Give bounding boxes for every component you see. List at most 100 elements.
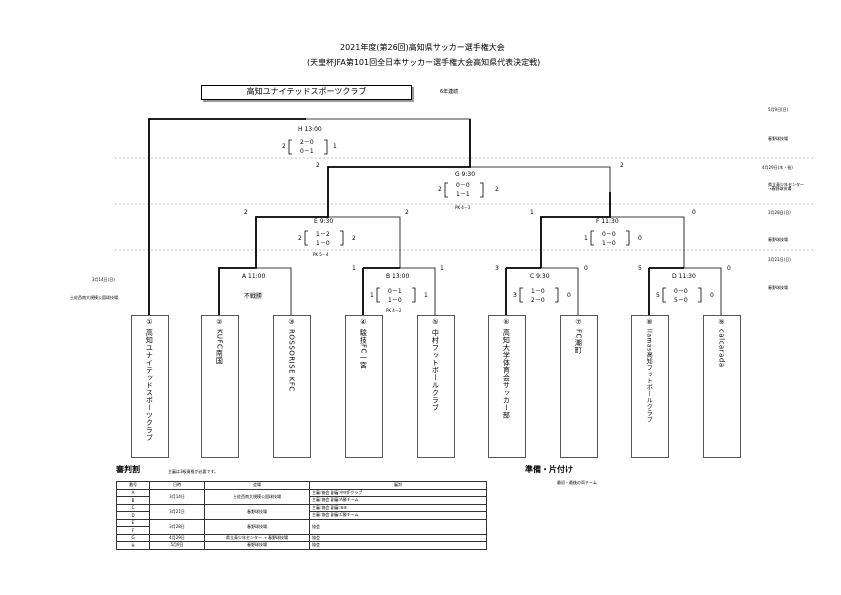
match-e-left: 2 — [298, 235, 302, 242]
match-c-top-left: 3 — [495, 265, 499, 272]
match-g-s1: 0－0 — [456, 182, 470, 189]
cell-ref: 主審:協会 副審:中村Fクラブ — [309, 488, 487, 497]
team-num: ⑤ — [431, 318, 440, 327]
match-d-s1: 0－0 — [674, 288, 688, 295]
match-e-pk: PK 5－4 — [313, 252, 329, 257]
team-box-4: ④ 駿技FC一宮 — [345, 315, 383, 458]
team-num: ⑥ — [502, 318, 511, 327]
match-e-top-left: 2 — [244, 209, 248, 216]
match-c-right: 0 — [567, 292, 571, 299]
cell-ref: 主審:協会 副審:⑧⑨ — [309, 503, 487, 512]
schedule-date-2: 4月29日(木・祝) — [762, 165, 793, 170]
match-c-s2: 2－0 — [531, 297, 545, 304]
schedule-venue-1: 春野球技場 — [768, 136, 788, 141]
cell-venue: 春野球技場 — [204, 541, 310, 550]
team-num: ⑨ — [717, 318, 726, 327]
cell-venue: 県立青少年センター → 春野球技場 — [204, 533, 310, 542]
match-f-top-left: 1 — [530, 209, 534, 216]
cell-no: C — [116, 503, 150, 512]
match-f-right: 0 — [638, 235, 642, 242]
team-num: ⑦ — [574, 318, 583, 327]
cell-ref: 協会 — [309, 541, 487, 550]
match-b-top-right: 1 — [440, 265, 444, 272]
cell-venue: 春野球技場 — [204, 518, 310, 535]
table-header-row: 番号 日時 会場 審判 — [116, 481, 487, 490]
match-f-top-right: 0 — [692, 209, 696, 216]
table-row: C 3月21日 春野球技場 主審:協会 副審:⑧⑨ — [116, 503, 487, 520]
cell-date: 3月21日 — [149, 503, 205, 520]
team-box-2: ② KUFC南国 — [201, 315, 239, 458]
team-name: ROSSORISE KFC — [287, 329, 296, 392]
match-h-left: 2 — [282, 143, 286, 150]
match-h-s2: 0－1 — [300, 148, 314, 155]
cell-ref: 主審:協会 副審:C勝チーム — [309, 511, 487, 520]
match-c-label: C 9:30 — [530, 273, 550, 280]
match-b-label: B 13:00 — [386, 273, 410, 280]
col-venue: 会場 — [204, 481, 310, 490]
match-g-label: G 9:30 — [455, 171, 476, 178]
col-no: 番号 — [116, 481, 150, 490]
schedule-venue-2: 県立青少年センター →春野球技場 — [768, 182, 804, 191]
team-name: calcarada — [717, 329, 726, 368]
table-row: H 5月9日 春野球技場 協会 — [116, 541, 487, 550]
team-name: 駿技FC一宮 — [359, 329, 368, 369]
team-name: llamas高知フットボールクラブ — [645, 329, 653, 424]
team-box-8: ⑧ llamas高知フットボールクラブ — [631, 315, 669, 458]
cell-no: E — [116, 518, 150, 527]
match-b-s1: 0－1 — [388, 288, 402, 295]
match-g-s2: 1－1 — [456, 191, 470, 198]
schedule-date-3: 3月28日(日) — [768, 210, 791, 215]
match-g-right: 2 — [495, 186, 499, 193]
team-name: KUFC南国 — [215, 329, 224, 365]
left-schedule-venue: 土佐西南大規模公園球技場 — [70, 295, 118, 300]
cell-no: D — [116, 511, 150, 520]
team-box-7: ⑦ FC潮町 — [560, 315, 598, 458]
match-h-right: 1 — [333, 143, 337, 150]
match-h-s1: 2－0 — [300, 139, 314, 146]
match-b-right: 1 — [424, 292, 428, 299]
match-f-s2: 1－0 — [602, 240, 616, 247]
match-c-s1: 1－0 — [531, 288, 545, 295]
cell-date: 3月28日 — [149, 518, 205, 535]
team-name: 中村フットボールクラブ — [431, 329, 440, 412]
cell-no: B — [116, 496, 150, 505]
match-d-top-left: 5 — [638, 265, 642, 272]
team-box-3: ③ ROSSORISE KFC — [273, 315, 311, 458]
referee-table: 番号 日時 会場 審判 A 3月14日 土佐西南大規模公園球技場 主審:協会 副… — [116, 481, 487, 550]
match-b-top-left: 1 — [352, 265, 356, 272]
match-b-pk: PK 4－2 — [386, 308, 402, 313]
match-d-top-right: 0 — [727, 265, 731, 272]
cell-venue: 土佐西南大規模公園球技場 — [204, 488, 310, 505]
match-g-left: 2 — [438, 186, 442, 193]
match-a-label: A 11:00 — [242, 273, 266, 280]
match-e-s1: 1－2 — [316, 231, 330, 238]
schedule-venue-3: 春野球技場 — [768, 237, 788, 242]
champion-note: 6年連続 — [440, 89, 459, 95]
match-g-top-left: 2 — [316, 162, 320, 169]
table-row: E 3月28日 春野球技場 協会 — [116, 518, 487, 535]
team-box-1: ① 高知ユナイテッドスポーツクラブ — [131, 315, 169, 458]
match-b-left: 1 — [370, 292, 374, 299]
champion-name: 高知ユナイテッドスポーツクラブ — [246, 87, 367, 96]
team-name: 高知ユナイテッドスポーツクラブ — [145, 329, 154, 442]
table-row: G 4月29日 県立青少年センター → 春野球技場 協会 — [116, 533, 487, 542]
team-num: ① — [145, 318, 154, 327]
match-d-right: 0 — [710, 292, 714, 299]
match-d-label: D 11:30 — [672, 273, 696, 280]
match-e-label: E 9:30 — [314, 218, 334, 225]
team-num: ③ — [287, 318, 296, 327]
cell-date: 4月29日 — [149, 533, 205, 542]
cell-ref: 協会 — [309, 533, 487, 542]
cell-ref: 主審:協会 副審:A勝チーム — [309, 496, 487, 505]
referee-title: 審判割 — [116, 465, 140, 474]
team-box-6: ⑥ 高知大学体育会サッカー部 — [488, 315, 526, 458]
match-a-note: 不戦勝 — [244, 293, 263, 300]
left-schedule-date: 3月14日(日) — [92, 277, 115, 282]
cell-no: A — [116, 488, 150, 497]
match-g-top-right: 2 — [620, 162, 624, 169]
cell-no: F — [116, 526, 150, 535]
match-e-s2: 1－0 — [316, 240, 330, 247]
table-row: A 3月14日 土佐西南大規模公園球技場 主審:協会 副審:中村Fクラブ — [116, 488, 487, 505]
cell-date: 3月14日 — [149, 488, 205, 505]
